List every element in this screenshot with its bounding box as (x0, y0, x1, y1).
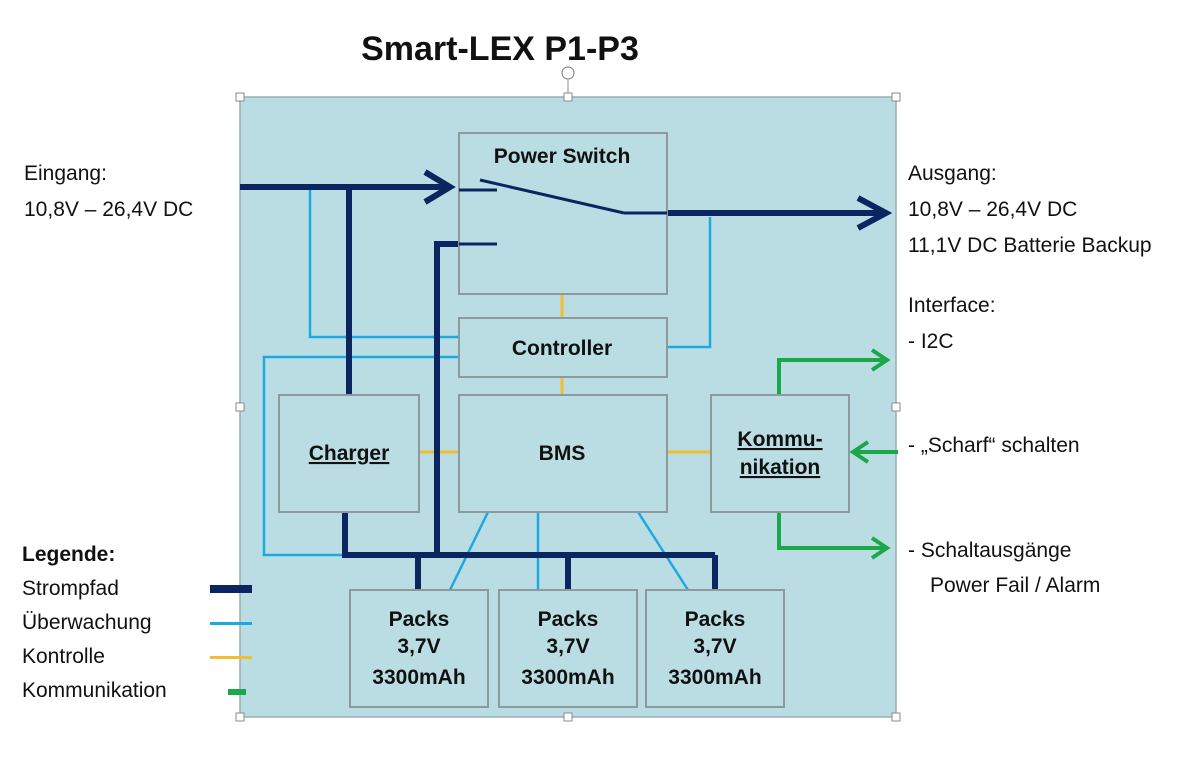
svg-text:3300mAh: 3300mAh (372, 666, 465, 689)
rotate-handle-icon[interactable] (561, 66, 575, 93)
interface-arm: - „Scharf“ schalten (908, 434, 1080, 457)
svg-text:3300mAh: 3300mAh (668, 666, 761, 689)
charger-label: Charger (309, 442, 390, 465)
komm-label-1: Kommu- (737, 428, 822, 451)
legend-swatch-power (210, 585, 252, 593)
block-bms: BMS (458, 394, 668, 513)
legend-item-kontrolle: Kontrolle (22, 640, 252, 674)
block-power-switch: Power Switch (458, 132, 668, 295)
legend-item-kommunikation: Kommunikation (22, 674, 246, 708)
interface-outputs-detail: Power Fail / Alarm (930, 574, 1101, 597)
svg-text:Packs: Packs (389, 608, 450, 631)
legend-swatch-control (210, 656, 252, 659)
block-pack-1: Packs 3,7V 3300mAh (349, 589, 489, 708)
legend-heading: Legende: (22, 543, 116, 566)
comm-lines (777, 348, 898, 560)
block-pack-2: Packs 3,7V 3300mAh (498, 589, 638, 708)
controller-label: Controller (512, 337, 612, 360)
legend: Legende: Strompfad Überwachung Kontrolle… (22, 538, 252, 708)
power-switch-label: Power Switch (494, 145, 631, 168)
legend-swatch-monitor (210, 622, 252, 625)
svg-text:3,7V: 3,7V (546, 635, 589, 658)
monitor-lines (262, 187, 712, 591)
block-pack-3: Packs 3,7V 3300mAh (645, 589, 785, 708)
legend-swatch-comm (228, 689, 246, 695)
diagram-title: Smart-LEX P1-P3 (361, 30, 639, 68)
komm-label-2: nikation (740, 456, 821, 479)
bms-label: BMS (539, 442, 586, 465)
block-kommunikation: Kommu- nikation (710, 394, 850, 513)
svg-text:Packs: Packs (538, 608, 599, 631)
block-charger: Charger (278, 394, 420, 513)
input-label: Eingang: 10,8V – 26,4V DC (24, 162, 194, 221)
block-controller: Controller (458, 317, 668, 378)
legend-item-strompfad: Strompfad (22, 572, 252, 606)
interface-i2c: - I2C (908, 330, 954, 353)
interface-outputs: - Schaltausgänge (908, 539, 1072, 562)
svg-text:3300mAh: 3300mAh (521, 666, 614, 689)
output-label: Ausgang: 10,8V – 26,4V DC 11,1V DC Batte… (908, 162, 1152, 257)
svg-text:Packs: Packs (685, 608, 746, 631)
svg-text:3,7V: 3,7V (397, 635, 440, 658)
legend-item-ueberwachung: Überwachung (22, 606, 252, 640)
switch-symbol (459, 178, 667, 246)
interface-heading: Interface: (908, 294, 996, 317)
svg-text:3,7V: 3,7V (693, 635, 736, 658)
